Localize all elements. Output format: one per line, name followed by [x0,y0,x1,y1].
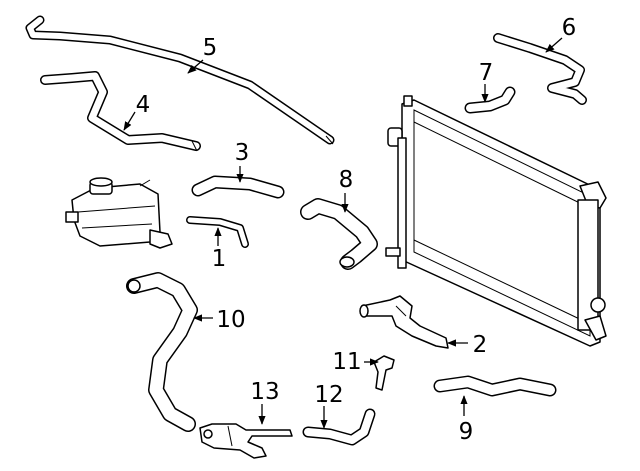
hose-part-6[interactable] [493,33,587,105]
connector-part-13[interactable] [199,423,293,459]
callout-7[interactable]: 7 [479,60,494,86]
callout-6[interactable]: 6 [562,15,577,41]
callout-1[interactable]: 1 [212,246,227,272]
hose-part-7[interactable] [464,86,516,114]
callout-9[interactable]: 9 [459,419,474,445]
hose-part-3[interactable] [191,175,285,199]
hose-part-12[interactable] [302,408,376,446]
hose-part-10[interactable] [126,272,198,432]
callout-5[interactable]: 5 [203,35,218,61]
hose-part-9[interactable] [433,375,557,397]
fitting-part-11[interactable] [373,355,395,391]
callout-12[interactable]: 12 [314,382,343,408]
callout-3[interactable]: 3 [235,140,250,166]
hose-part-8[interactable] [300,198,378,270]
callout-11[interactable]: 11 [332,349,361,375]
radiator[interactable] [385,95,607,347]
callout-4[interactable]: 4 [136,92,151,118]
callout-labels: 1 2 3 4 5 6 7 8 9 10 11 12 13 [136,15,577,445]
hose-part-1[interactable] [186,216,249,248]
callout-2[interactable]: 2 [473,332,488,358]
callout-10[interactable]: 10 [216,307,245,333]
hose-part-5[interactable] [25,15,335,145]
outlet-part-2[interactable] [359,295,449,349]
callout-leaders [123,37,563,429]
hose-part-4[interactable] [40,71,201,152]
coolant-reservoir[interactable] [65,177,173,249]
callout-13[interactable]: 13 [250,379,279,405]
callout-8[interactable]: 8 [339,167,354,193]
